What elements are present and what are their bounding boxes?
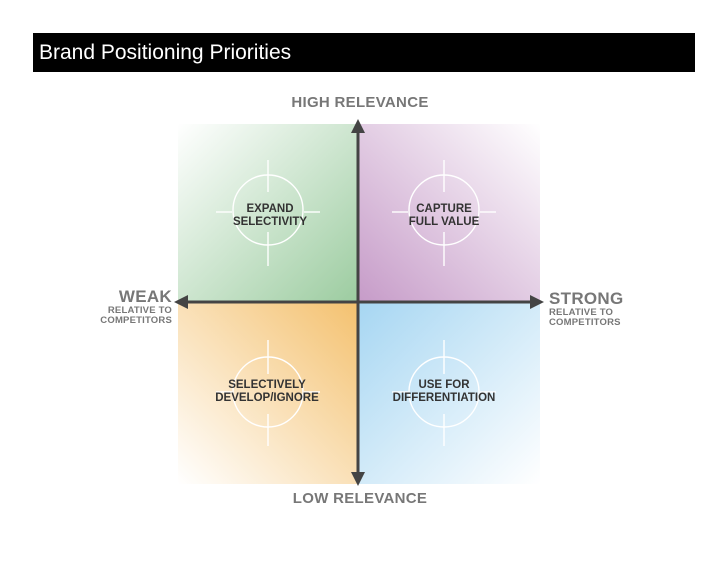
quadrant-label-expand-selectivity: EXPAND SELECTIVITY [190,203,350,229]
weak-sub-line-2: COMPETITORS [100,314,172,326]
quadrant-label-line: SELECTIVITY [232,216,308,229]
quadrant-label-capture-full-value: CAPTURE FULL VALUE [364,203,524,229]
quadrant-label-use-for-differentiation: USE FOR DIFFERENTIATION [364,379,524,405]
quadrant-label-line: USE FOR [418,379,470,391]
axis-label-low-relevance: LOW RELEVANCE [292,490,428,507]
weak-sub-line-1: RELATIVE TO [107,305,172,316]
quadrant-bottom-right [358,302,540,484]
quadrant-label-line: CAPTURE [416,203,472,215]
crosshair-icon-bottom-right [392,340,496,446]
crosshair-icon-top-left [216,160,320,266]
quadrant-label-line: SELECTIVELY [228,379,306,391]
quadrant-label-line: DEVELOP/IGNORE [215,392,319,405]
quadrant-label-line: EXPAND [246,203,294,215]
weak-label: WEAK [118,287,172,306]
axis-label-high-relevance: HIGH RELEVANCE [291,94,429,111]
strong-sub-line-1: RELATIVE TO [549,307,614,318]
quadrant-bottom-left [178,302,358,484]
strong-label: STRONG [549,289,624,308]
quadrant-label-line: DIFFERENTIATION [392,392,496,405]
slide-title: Brand Positioning Priorities [39,41,292,64]
quadrant-label-selectively-develop: SELECTIVELY DEVELOP/IGNORE [187,379,347,405]
crosshair-icon-bottom-left [216,340,320,446]
slide-title-bar: Brand Positioning Priorities [33,33,695,72]
strong-sub-line-2: COMPETITORS [549,316,621,328]
quadrant-top-right [358,124,540,302]
horizontal-axis-arrow [174,295,544,309]
crosshair-icon-top-right [392,160,496,266]
axis-label-strong: STRONG RELATIVE TO COMPETITORS [549,290,649,327]
axis-label-weak: WEAK RELATIVE TO COMPETITORS [96,288,172,325]
quadrant-label-line: FULL VALUE [408,216,480,229]
quadrant-top-left [178,124,358,302]
